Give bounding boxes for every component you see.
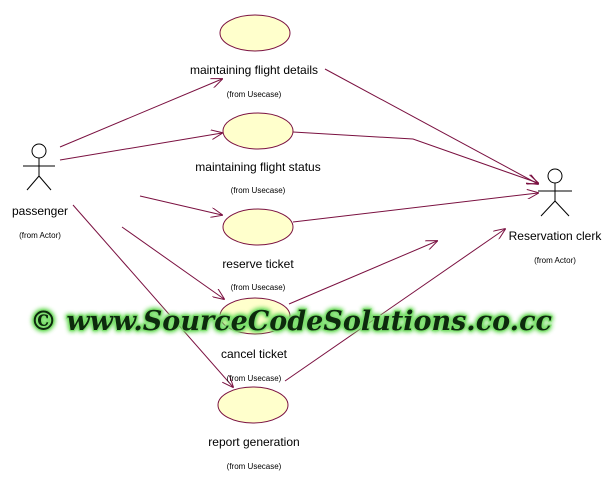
usecase-ellipse[interactable] xyxy=(222,112,294,150)
actor-stereotype: (from Actor) xyxy=(534,256,576,265)
usecase-label: maintaining flight status xyxy=(195,160,320,174)
actor-stereotype: (from Actor) xyxy=(19,231,61,240)
usecase-label: report generation xyxy=(208,435,299,449)
association-passenger-uc5[interactable] xyxy=(72,204,233,387)
usecase-stereotype: (from Usecase) xyxy=(227,462,282,471)
association-uc2-clerk[interactable] xyxy=(292,131,538,183)
actor-reservation-clerk[interactable]: Reservation clerk (from Actor) xyxy=(509,168,603,265)
usecase-label: cancel ticket xyxy=(221,347,288,361)
usecase-ellipse[interactable] xyxy=(219,297,291,335)
usecase-maintaining-flight-details[interactable]: maintaining flight details (from Usecase… xyxy=(190,14,318,99)
actor-label: passenger xyxy=(12,204,68,218)
actor-passenger[interactable]: passenger (from Actor) xyxy=(12,143,68,240)
usecase-maintaining-flight-status[interactable]: maintaining flight status (from Usecase) xyxy=(195,112,321,195)
association-uc4-clerk[interactable] xyxy=(288,241,437,305)
actor-label: Reservation clerk xyxy=(509,229,603,243)
usecase-ellipse[interactable] xyxy=(217,386,289,424)
usecase-reserve-ticket[interactable]: reserve ticket (from Usecase) xyxy=(222,208,294,292)
watermark-text: © www.SourceCodeSolutions.co.cc xyxy=(30,306,552,337)
usecase-stereotype: (from Usecase) xyxy=(231,283,286,292)
association-uc1-clerk[interactable] xyxy=(324,68,538,184)
association-passenger-uc4[interactable] xyxy=(121,226,224,299)
association-passenger-uc2[interactable] xyxy=(59,133,222,161)
usecase-stereotype: (from Usecase) xyxy=(231,186,286,195)
association-uc3-clerk[interactable] xyxy=(292,193,538,223)
stick-figure-icon[interactable] xyxy=(538,168,572,217)
association-passenger-uc1[interactable] xyxy=(59,79,222,148)
usecase-stereotype: (from Usecase) xyxy=(227,374,282,383)
usecase-ellipse[interactable] xyxy=(219,14,291,52)
usecase-report-generation[interactable]: report generation (from Usecase) xyxy=(208,386,300,471)
association-passenger-uc3[interactable] xyxy=(139,195,222,215)
stick-figure-icon[interactable] xyxy=(23,143,55,191)
usecase-cancel-ticket[interactable]: cancel ticket (from Usecase) xyxy=(219,297,291,383)
usecase-stereotype: (from Usecase) xyxy=(227,90,282,99)
usecase-label: maintaining flight details xyxy=(190,63,318,77)
usecase-ellipse[interactable] xyxy=(222,208,294,246)
associations xyxy=(59,68,538,387)
association-uc5-clerk[interactable] xyxy=(284,229,505,382)
usecase-label: reserve ticket xyxy=(222,257,294,271)
